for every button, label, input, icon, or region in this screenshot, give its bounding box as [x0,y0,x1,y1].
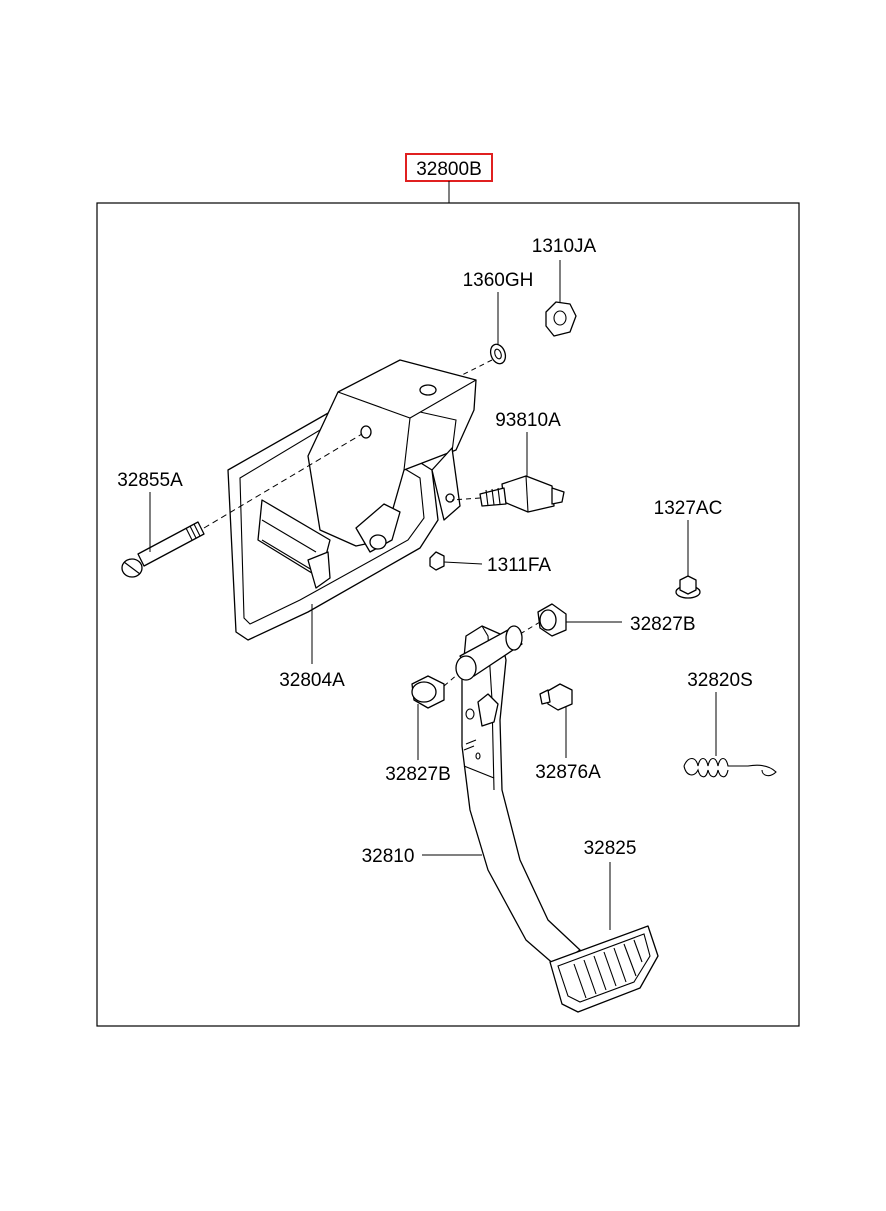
label-1327AC[interactable]: 1327AC [654,498,723,519]
washer [489,343,507,365]
bushing-upper [537,603,567,637]
label-32827B-upper[interactable]: 32827B [630,614,696,635]
label-32876A[interactable]: 32876A [535,762,601,783]
small-nut [429,551,445,571]
bushing-lower [411,675,445,709]
label-1310JA[interactable]: 1310JA [532,236,597,257]
flange-nut [675,575,701,599]
assembly-label[interactable]: 32800B [416,159,482,180]
hex-nut [545,301,577,337]
bolt [121,521,205,578]
pedal-stopper [539,683,573,711]
label-32855A[interactable]: 32855A [117,470,183,491]
diagram-frame [96,202,800,1027]
label-93810A[interactable]: 93810A [495,410,561,431]
pedal-pad [549,925,659,1013]
label-32810[interactable]: 32810 [362,846,415,867]
pedal-bracket [227,359,477,641]
return-spring [683,757,777,778]
pedal-arm [455,625,581,967]
label-32827B-lower[interactable]: 32827B [385,764,451,785]
label-1360GH[interactable]: 1360GH [463,270,534,291]
label-32825[interactable]: 32825 [584,838,637,859]
stop-lamp-switch [479,475,565,513]
label-32820S[interactable]: 32820S [687,670,753,691]
label-32804A[interactable]: 32804A [279,670,345,691]
label-1311FA[interactable]: 1311FA [487,555,551,576]
